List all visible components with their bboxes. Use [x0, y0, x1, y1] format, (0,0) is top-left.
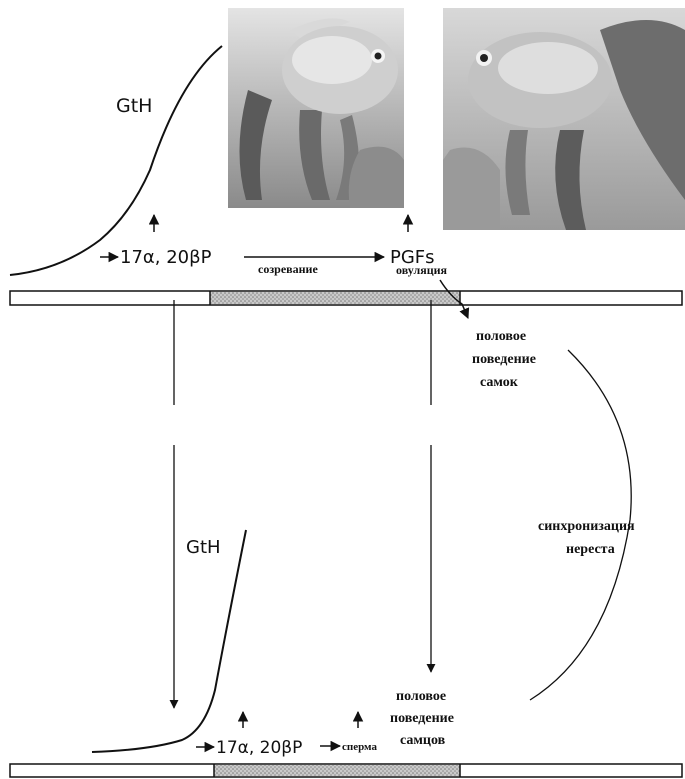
male-gth-curve: [92, 530, 246, 752]
steroid-label-bottom: 17α, 20βP: [216, 738, 302, 758]
male-behavior-label: половое поведение самцов: [390, 689, 457, 748]
steroid-label-top: 17α, 20βP: [120, 247, 212, 268]
male-timeline-bar: [10, 764, 682, 777]
female-gth-curve: [10, 46, 222, 275]
maturation-label: созревание: [258, 262, 318, 276]
gth-label-top: GtH: [116, 95, 152, 117]
male-goldfish-photo: [443, 8, 685, 230]
female-behavior-label: половое поведение самок: [472, 329, 539, 390]
female-goldfish-photo: [228, 8, 404, 208]
ovulation-label: овуляция: [396, 263, 448, 277]
gth-label-bottom: GtH: [186, 537, 221, 558]
female-timeline-bar: [10, 291, 682, 305]
sperm-label: сперма: [342, 741, 377, 753]
synchronization-label: синхронизация нереста: [538, 519, 638, 557]
